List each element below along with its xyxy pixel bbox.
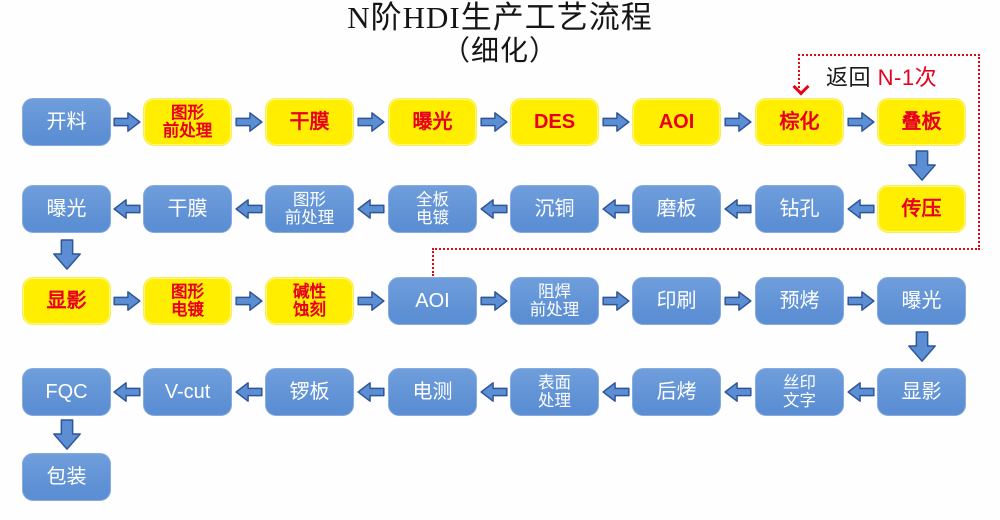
flow-step: 干膜 [265,98,354,146]
flow-arrow-left-icon [601,381,630,408]
flow-step: 沉铜 [510,185,599,233]
flow-step: 干膜 [143,185,232,233]
flow-step: FQC [22,368,111,416]
return-loop-segment-bottom [432,248,980,250]
flow-arrow-left-icon [479,381,508,408]
flow-arrow-right-icon [601,290,630,317]
flow-step: V-cut [143,368,232,416]
flow-arrow-left-icon [479,198,508,225]
return-loop-segment-from-aoi [432,248,434,276]
flow-step: 包装 [22,453,111,501]
flow-arrow-left-icon [357,198,385,225]
flow-step: 表面 处理 [510,368,599,416]
flow-step: AOI [632,98,721,146]
return-loop-segment-right [978,54,980,250]
flow-arrow-right-icon [479,290,508,317]
flow-arrow-left-icon [601,198,630,225]
flow-step: 棕化 [755,98,844,146]
flow-step: DES [510,98,599,146]
flow-arrow-right-icon [113,290,141,317]
flow-step: 曝光 [877,277,966,325]
flow-step: 碱性 蚀刻 [265,277,354,325]
flow-arrow-right-icon [479,111,508,138]
flow-arrow-down-icon [51,239,83,276]
flow-step: 传压 [877,185,966,233]
flow-step: AOI [388,277,477,325]
flow-arrow-left-icon [846,198,875,225]
flow-step: 全板 电镀 [388,185,477,233]
flow-step: 图形 前处理 [265,185,354,233]
flow-arrow-right-icon [724,111,752,138]
flow-arrow-left-icon [846,381,875,408]
flow-arrow-right-icon [357,290,385,317]
flow-arrow-right-icon [601,111,630,138]
title-line-1: N阶HDI生产工艺流程 [347,0,653,35]
flow-step: 图形 电镀 [143,277,232,325]
flow-arrow-right-icon [846,111,875,138]
flow-step: 钻孔 [755,185,844,233]
flow-step: 锣板 [265,368,354,416]
flow-step: 曝光 [22,185,111,233]
flow-arrow-left-icon [113,198,141,225]
flow-arrow-left-icon [357,381,385,408]
title-line-2: （细化） [441,35,558,67]
flow-step: 印刷 [632,277,721,325]
flow-step: 预烤 [755,277,844,325]
flow-arrow-right-icon [724,290,752,317]
flow-step: 显影 [877,368,966,416]
return-loop-label-count: N-1次 [877,65,938,90]
return-loop-label: 返回 N-1次 [826,60,937,92]
flow-arrow-right-icon [846,290,875,317]
return-loop-label-prefix: 返回 [826,65,878,90]
flow-arrow-down-icon [906,149,938,187]
flow-arrow-down-icon [51,418,83,456]
flow-arrow-left-icon [724,381,752,408]
flow-step: 磨板 [632,185,721,233]
flow-step: 丝印 文字 [755,368,844,416]
flow-arrow-right-icon [234,111,263,138]
page-title: N阶HDI生产工艺流程 （细化） [0,0,1000,68]
return-loop-arrowhead-icon [792,78,810,96]
flow-step: 显影 [22,277,111,325]
flow-step: 开料 [22,98,111,146]
flow-arrow-left-icon [724,198,752,225]
flow-step: 叠板 [877,98,966,146]
flow-step: 电测 [388,368,477,416]
flow-arrow-left-icon [234,198,263,225]
flow-step: 后烤 [632,368,721,416]
flow-arrow-left-icon [113,381,141,408]
flow-step: 阻焊 前处理 [510,277,599,325]
flow-arrow-right-icon [234,290,263,317]
flow-arrow-down-icon [906,330,938,368]
flow-arrow-left-icon [234,381,263,408]
flow-arrow-right-icon [113,111,141,138]
flow-step: 图形 前处理 [143,98,232,146]
flow-step: 曝光 [388,98,477,146]
flow-arrow-right-icon [357,111,385,138]
